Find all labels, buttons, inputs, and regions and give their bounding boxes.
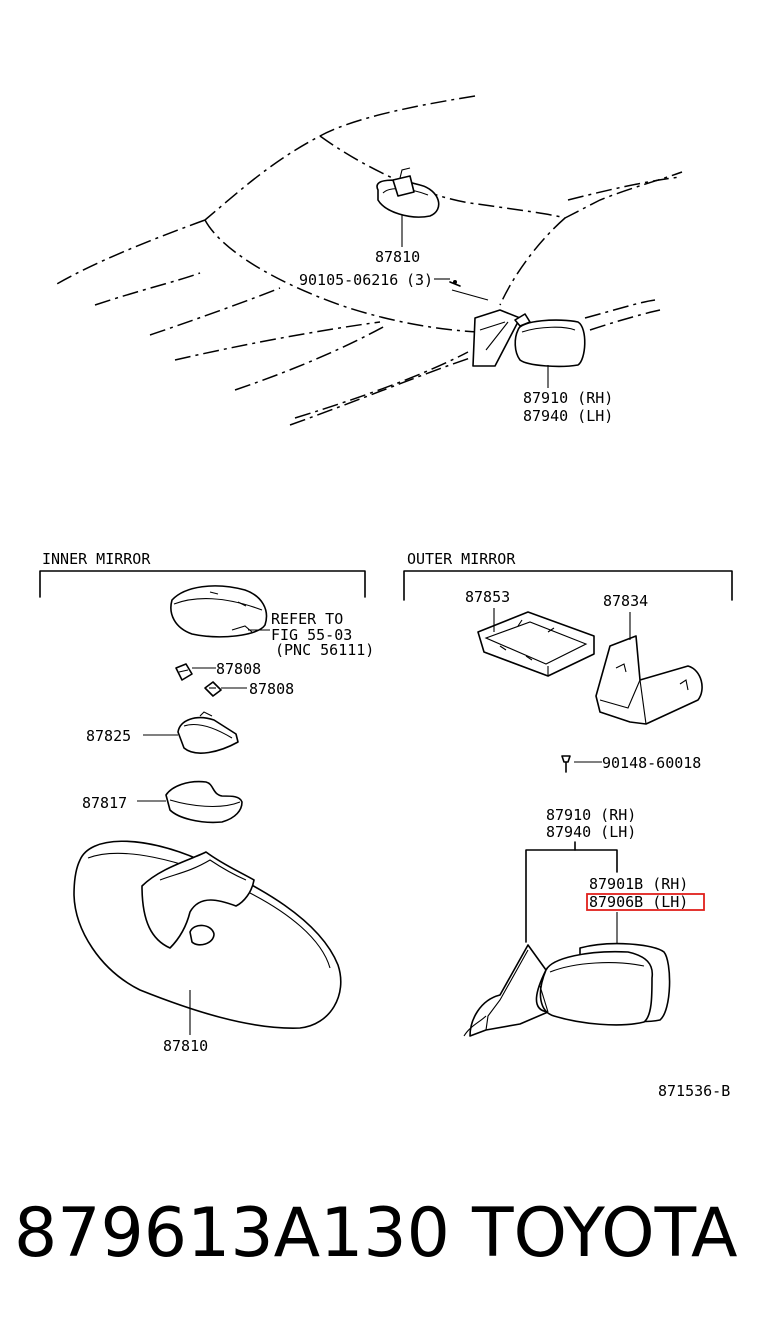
mirror-holder: [165, 780, 243, 824]
dash-line-1: [94, 272, 201, 306]
inner-mirror-large: [73, 840, 342, 1029]
assy-leader: [525, 849, 618, 943]
windshield-bottom: [204, 219, 479, 333]
roof-rear: [567, 176, 681, 201]
car-overview: 87810 90105-06216 (3) 87910 (RH) 87940 (…: [54, 95, 683, 426]
door-line-2: [294, 351, 469, 419]
door-line-1: [289, 357, 471, 426]
dash-line-4: [234, 325, 386, 391]
inner-mirror-label: 87810: [375, 248, 420, 266]
bolt-label: 90105-06216: [299, 271, 398, 289]
footer-part-number: 879613A130: [14, 1194, 450, 1273]
screw-label: 90148-60018: [602, 754, 701, 772]
a-pillar: [499, 217, 566, 306]
cover-label: 87825: [86, 727, 131, 745]
dash-line-2: [149, 287, 281, 336]
door-line-4: [584, 299, 656, 319]
mirror-cover: [177, 711, 239, 754]
outer-mirror-rh-label: 87910 (RH): [523, 389, 613, 407]
outer-mirror-large: [463, 942, 671, 1037]
clip-icon-a: [175, 663, 193, 681]
clip-label-a: 87808: [216, 660, 261, 678]
bolt-icon: [449, 280, 461, 287]
windshield-top: [319, 135, 683, 219]
screw-icon: [561, 755, 571, 773]
outer-mirror-section: OUTER MIRROR 87853 87834 90148-60018 879: [403, 550, 733, 1037]
refer-line-3: (PNC 56111): [275, 641, 374, 659]
outer-bracket-line: [403, 570, 733, 601]
clip-label-b: 87808: [249, 680, 294, 698]
door-line-3: [589, 309, 661, 331]
inner-mirror-small: [376, 167, 440, 218]
outer-mirror-title: OUTER MIRROR: [407, 550, 516, 568]
hood-line: [54, 219, 206, 286]
drawing-number: 871536-B: [658, 1082, 730, 1100]
outer-mirror-small: [472, 309, 586, 368]
dash-line-3: [174, 321, 381, 361]
outer-mirror-lh-label: 87940 (LH): [523, 407, 613, 425]
refer-line-1: REFER TO: [271, 610, 343, 628]
outer-bracket: [595, 635, 703, 725]
inner-mirror-section: INNER MIRROR REFER TO FIG 55-03 (PNC 561…: [39, 550, 374, 1055]
holder-label: 87817: [82, 794, 127, 812]
highlight-box: [586, 893, 705, 911]
bolt-qty: (3): [406, 271, 433, 289]
outer-cover-label: 87853: [465, 588, 510, 606]
inner-bracket-line: [39, 570, 366, 598]
sub-lh-label: 87906B (LH): [589, 893, 688, 911]
inner-mirror-large-label: 87810: [163, 1037, 208, 1055]
assy-lh-label: 87940 (LH): [546, 823, 636, 841]
sub-rh-label: 87901B (RH): [589, 875, 688, 893]
clip-icon-b: [204, 681, 222, 697]
refer-line-2: FIG 55-03: [271, 626, 352, 644]
inner-mirror-title: INNER MIRROR: [42, 550, 151, 568]
outer-bracket-label: 87834: [603, 592, 648, 610]
outer-cover: [477, 611, 595, 677]
mirror-base: [170, 585, 268, 638]
assy-rh-label: 87910 (RH): [546, 806, 636, 824]
footer-brand: TOYOTA: [471, 1194, 737, 1273]
